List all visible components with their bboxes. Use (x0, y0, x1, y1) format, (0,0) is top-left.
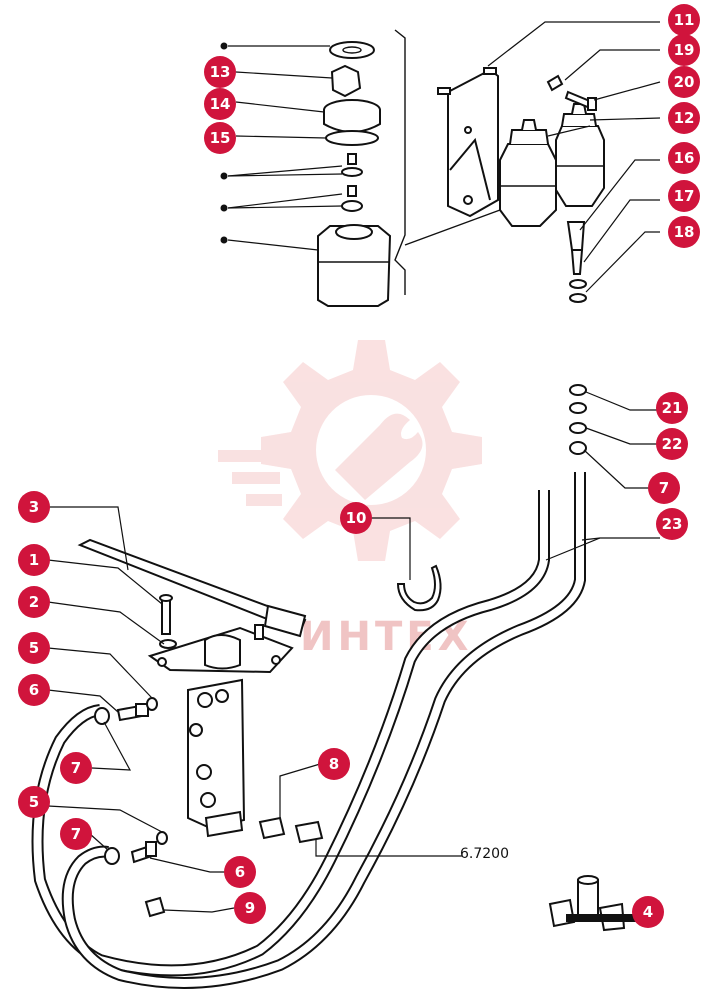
bullet-dot (220, 204, 228, 212)
brake-hoses-23 (31, 472, 586, 989)
section-divider (394, 29, 406, 295)
callout-15[interactable]: 15 (204, 122, 236, 154)
kit-packet-a (548, 898, 576, 928)
callout-10[interactable]: 10 (340, 502, 372, 534)
pedal-pad (263, 604, 307, 638)
bullet-dot (220, 172, 228, 180)
svg-text:22: 22 (662, 435, 683, 453)
washer-22 (569, 402, 587, 414)
svg-text:7: 7 (71, 759, 81, 777)
svg-text:4: 4 (643, 903, 653, 921)
svg-text:23: 23 (662, 515, 683, 533)
washer-5-lower (156, 831, 168, 845)
washer-2 (159, 639, 177, 649)
callout-2[interactable]: 2 (18, 586, 50, 618)
bullet-dot (220, 236, 228, 244)
svg-text:15: 15 (210, 129, 231, 147)
repair-kit-4 (548, 875, 636, 932)
svg-text:1: 1 (29, 551, 39, 569)
callout-9[interactable]: 9 (234, 892, 266, 924)
brake-pedal-assembly (77, 538, 307, 838)
callout-11[interactable]: 11 (668, 4, 700, 36)
svg-text:19: 19 (674, 41, 695, 59)
reference-label: 6.7200 (460, 846, 509, 862)
callout-5-upper[interactable]: 5 (18, 632, 50, 664)
callout-19[interactable]: 19 (668, 34, 700, 66)
svg-text:3: 3 (29, 498, 39, 516)
clamp-7-upper (94, 707, 110, 725)
clamp-7-right (569, 441, 587, 455)
callout-16[interactable]: 16 (668, 142, 700, 174)
twin-reservoir-assembly (437, 67, 605, 227)
callout-12[interactable]: 12 (668, 102, 700, 134)
pedal-spring (204, 634, 241, 670)
reservoir-left (499, 143, 557, 227)
svg-text:20: 20 (674, 73, 695, 91)
adapter-8b (294, 820, 324, 844)
reservoir-exploded-stack (227, 41, 392, 307)
callout-14[interactable]: 14 (204, 88, 236, 120)
valve-pin (347, 153, 357, 165)
clamp-7-lower (104, 847, 120, 865)
callout-18[interactable]: 18 (668, 216, 700, 248)
callout-4[interactable]: 4 (632, 896, 664, 928)
adapter-8a (258, 816, 286, 840)
callout-23[interactable]: 23 (656, 508, 688, 540)
svg-text:5: 5 (29, 793, 39, 811)
svg-text:6: 6 (29, 681, 39, 699)
svg-text:6: 6 (235, 863, 245, 881)
callout-7-right[interactable]: 7 (648, 472, 680, 504)
svg-text:16: 16 (674, 149, 695, 167)
filter-ring-15 (325, 130, 379, 146)
svg-text:9: 9 (245, 899, 255, 917)
watermark-gear-logo (218, 340, 482, 561)
callout-21[interactable]: 21 (656, 392, 688, 424)
banjo-bolt-16 (566, 221, 586, 251)
reservoir-o-ring (341, 200, 363, 212)
svg-text:8: 8 (329, 755, 339, 773)
reservoir-link-line (404, 209, 501, 246)
svg-text:12: 12 (674, 109, 695, 127)
callout-1[interactable]: 1 (18, 544, 50, 576)
callout-6-upper[interactable]: 6 (18, 674, 50, 706)
cap-fitting-13 (330, 64, 362, 98)
reservoir-seal-washer (329, 41, 375, 59)
svg-text:7: 7 (71, 825, 81, 843)
svg-text:11: 11 (674, 11, 695, 29)
callout-8[interactable]: 8 (318, 748, 350, 780)
bolt-1 (161, 597, 171, 635)
callout-22[interactable]: 22 (656, 428, 688, 460)
fitting-17 (570, 249, 584, 275)
plug-9 (144, 896, 166, 918)
callout-7-lower[interactable]: 7 (60, 818, 92, 850)
callout-20[interactable]: 20 (668, 66, 700, 98)
callout-5-lower[interactable]: 5 (18, 786, 50, 818)
master-cylinder (187, 678, 246, 830)
washer-19 (546, 74, 564, 92)
svg-text:13: 13 (210, 63, 231, 81)
callout-13[interactable]: 13 (204, 56, 236, 88)
callout-17[interactable]: 17 (668, 180, 700, 212)
washer-5-upper (146, 697, 158, 711)
svg-text:5: 5 (29, 639, 39, 657)
svg-text:10: 10 (346, 509, 367, 527)
svg-text:2: 2 (29, 593, 39, 611)
callout-3[interactable]: 3 (18, 491, 50, 523)
callout-6-lower[interactable]: 6 (224, 856, 256, 888)
washer-18 (569, 279, 587, 289)
bullet-dot (220, 42, 228, 50)
svg-text:14: 14 (210, 95, 231, 113)
svg-text:7: 7 (659, 479, 669, 497)
svg-text:18: 18 (674, 223, 695, 241)
callout-markers: 1 2 3 4 5 5 6 6 7 7 7 8 9 10 11 12 13 14… (18, 4, 700, 928)
callout-7-upper[interactable]: 7 (60, 752, 92, 784)
svg-text:17: 17 (674, 187, 695, 205)
pipe-clip-10 (396, 564, 442, 612)
nut-21 (569, 384, 587, 396)
small-washer (341, 167, 363, 177)
svg-text:21: 21 (662, 399, 683, 417)
